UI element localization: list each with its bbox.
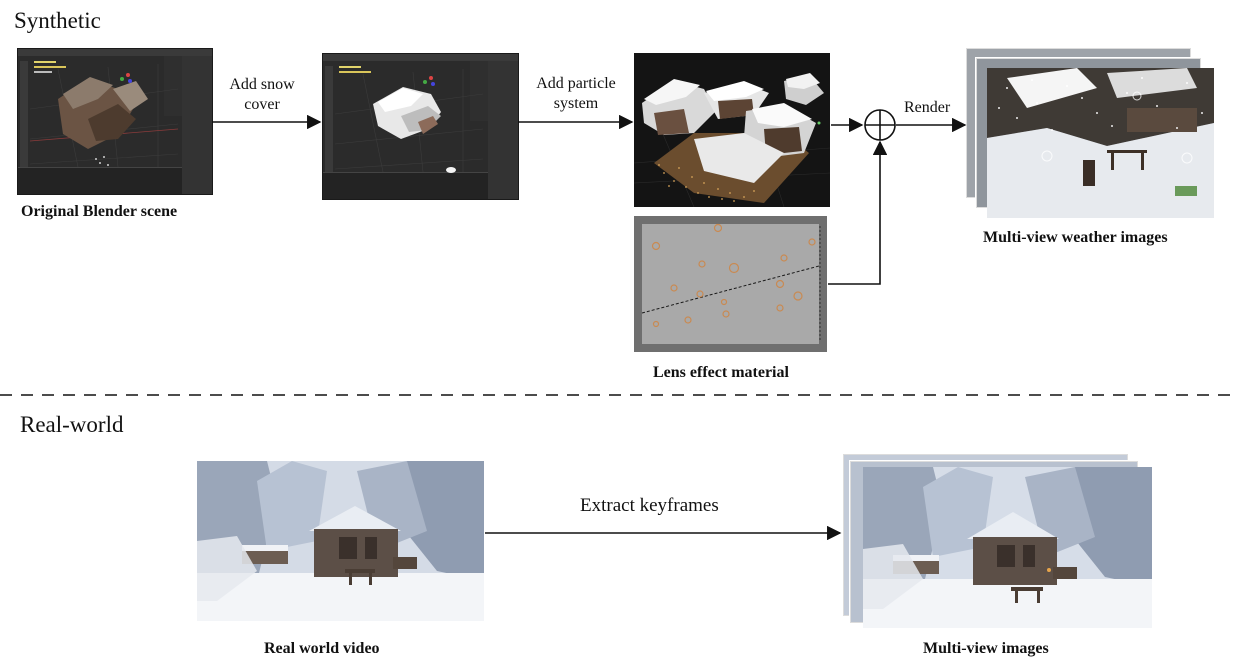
particle-system-render-image: [634, 53, 830, 207]
caption-lens-effect-material: Lens effect material: [653, 364, 789, 381]
real-world-video-image: [197, 461, 484, 621]
caption-multi-view-images: Multi-view images: [923, 640, 1049, 657]
label-add-particle-system: Add particle system: [528, 74, 624, 114]
original-blender-scene-image: [17, 48, 213, 195]
snow-cover-blender-image: [322, 53, 519, 200]
label-add-snow-line2: cover: [244, 96, 280, 113]
label-extract-keyframes: Extract keyframes: [580, 495, 719, 516]
arrow-lens-to-plus: [828, 140, 888, 285]
weather-view-front: [987, 68, 1214, 218]
caption-original-blender-scene: Original Blender scene: [21, 203, 178, 220]
caption-real-world-video: Real world video: [264, 640, 380, 657]
label-add-snow-line1: Add snow: [229, 76, 295, 93]
lens-effect-material-image: [634, 216, 827, 352]
real-view-front: [863, 467, 1152, 628]
label-render: Render: [904, 99, 951, 116]
combine-plus-node: [864, 109, 896, 141]
section-title-real-world: Real-world: [20, 412, 124, 437]
section-title-synthetic: Synthetic: [14, 8, 101, 33]
label-add-particle-line1: Add particle: [536, 75, 616, 92]
label-add-snow-cover: Add snow cover: [222, 75, 302, 115]
caption-multi-view-weather-images: Multi-view weather images: [983, 229, 1168, 246]
label-add-particle-line2: system: [553, 95, 599, 112]
